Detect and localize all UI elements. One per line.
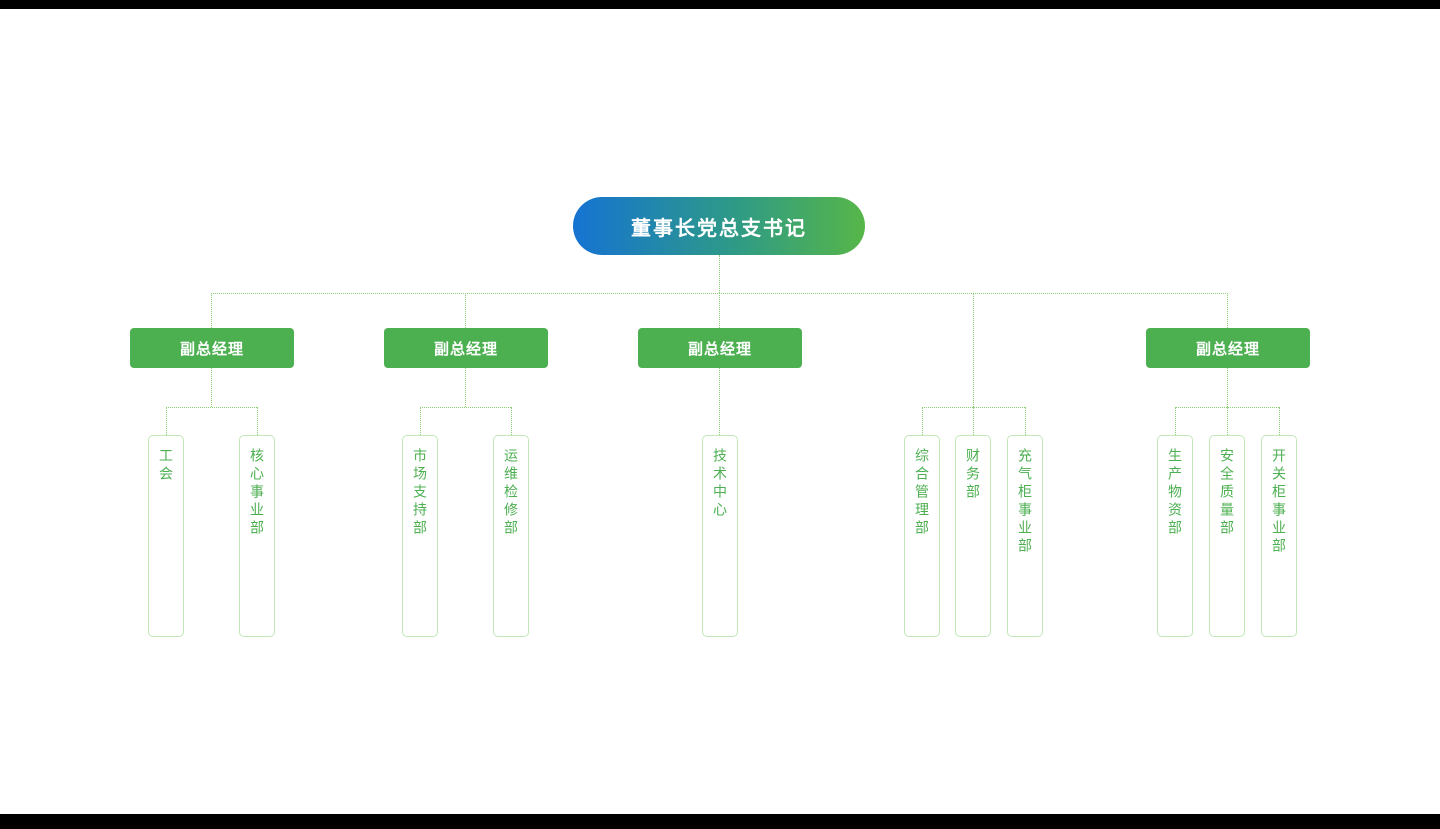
connector-line <box>420 407 511 408</box>
connector-line <box>166 407 167 435</box>
connector-line <box>922 407 923 435</box>
department-label: 生产物资部 <box>1167 448 1183 538</box>
department-label: 综合管理部 <box>914 448 930 538</box>
connector-line <box>1279 407 1280 435</box>
department-label: 运维检修部 <box>503 448 519 538</box>
manager-node-2: 副总经理 <box>384 328 548 368</box>
connector-line <box>973 293 974 407</box>
department-label: 安全质量部 <box>1219 448 1235 538</box>
department-node-finance: 财务部 <box>955 435 991 637</box>
department-label: 技术中心 <box>712 448 728 520</box>
department-node-production-materials: 生产物资部 <box>1157 435 1193 637</box>
connector-line <box>719 368 720 435</box>
connector-line <box>211 368 212 407</box>
department-node-switch-cabinet: 开关柜事业部 <box>1261 435 1297 637</box>
department-node-safety-quality: 安全质量部 <box>1209 435 1245 637</box>
connector-line <box>465 293 466 328</box>
connector-line <box>719 293 720 328</box>
connector-line <box>1025 407 1026 435</box>
department-node-ops-maintenance: 运维检修部 <box>493 435 529 637</box>
connector-line <box>1175 407 1176 435</box>
letterbox-top <box>0 0 1440 9</box>
department-label: 核心事业部 <box>249 448 265 538</box>
connector-line <box>465 368 466 407</box>
department-node-market-support: 市场支持部 <box>402 435 438 637</box>
connector-line <box>1227 407 1228 435</box>
connector-line <box>1227 368 1228 407</box>
department-label: 工会 <box>158 448 174 484</box>
department-label: 财务部 <box>965 448 981 502</box>
connector-line <box>166 407 257 408</box>
department-node-union: 工会 <box>148 435 184 637</box>
manager-node-4: 副总经理 <box>1146 328 1310 368</box>
department-node-gas-cabinet: 充气柜事业部 <box>1007 435 1043 637</box>
connector-line <box>1227 293 1228 328</box>
department-label: 市场支持部 <box>412 448 428 538</box>
root-node: 董事长党总支书记 <box>573 197 865 255</box>
department-label: 开关柜事业部 <box>1271 448 1287 556</box>
letterbox-bottom <box>0 814 1440 829</box>
connector-line <box>973 407 974 435</box>
department-node-general-management: 综合管理部 <box>904 435 940 637</box>
connector-line <box>257 407 258 435</box>
department-label: 充气柜事业部 <box>1017 448 1033 556</box>
department-node-tech-center: 技术中心 <box>702 435 738 637</box>
connector-line <box>420 407 421 435</box>
manager-node-1: 副总经理 <box>130 328 294 368</box>
manager-node-3: 副总经理 <box>638 328 802 368</box>
department-node-core-business: 核心事业部 <box>239 435 275 637</box>
connector-line <box>211 293 212 328</box>
connector-line <box>511 407 512 435</box>
connector-line <box>719 255 720 293</box>
